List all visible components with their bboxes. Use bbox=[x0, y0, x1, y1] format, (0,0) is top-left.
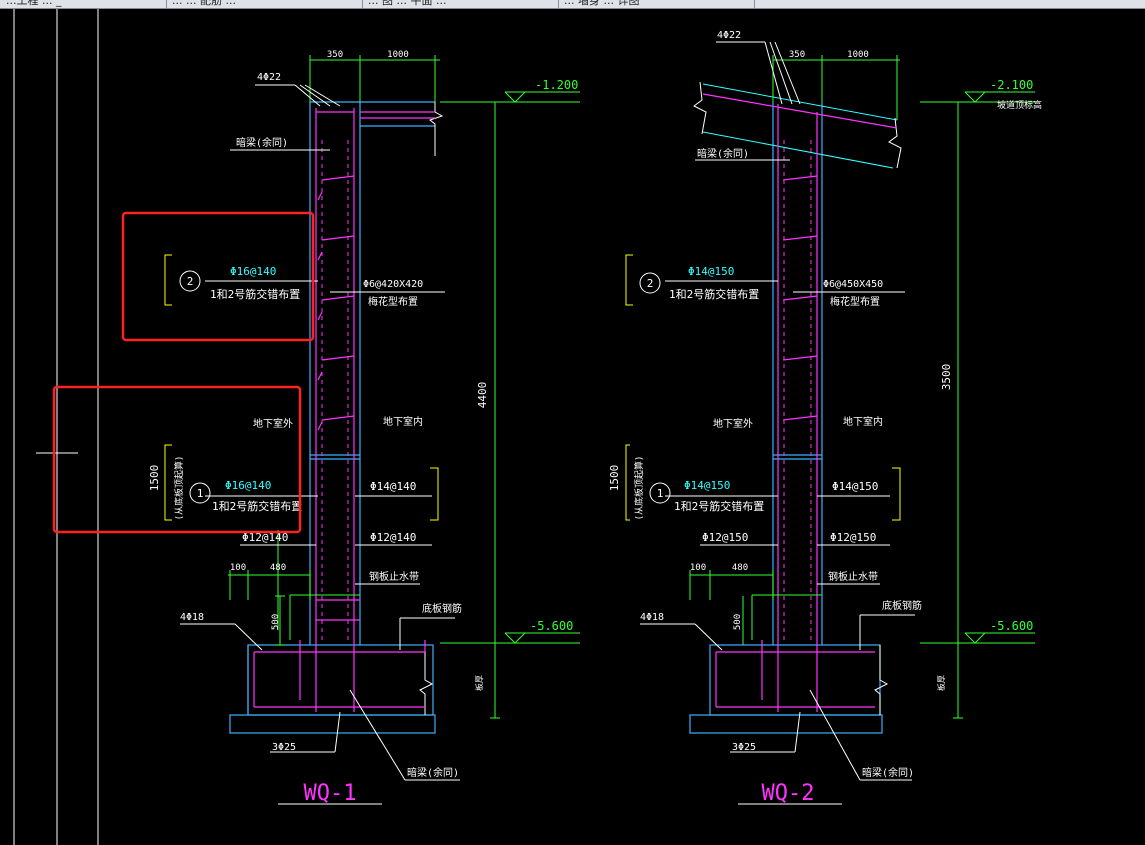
outside-label-wq1: 地下室外 bbox=[253, 417, 293, 430]
dim-1500-wq2: 1500 bbox=[608, 465, 621, 492]
dim-1000-wq2: 1000 bbox=[847, 50, 869, 60]
callout1-note-wq2: 1和2号筋交错布置 bbox=[674, 499, 764, 513]
dim-350-wq2: 350 bbox=[789, 50, 805, 60]
tab-1[interactable]: ...工程 ... _ bbox=[0, 0, 167, 8]
dim-480-wq1: 480 bbox=[270, 563, 286, 573]
elev-top-note-wq2: 坡道顶标高 bbox=[997, 99, 1042, 111]
dim-500-wq1: 500 bbox=[271, 614, 281, 630]
outer-horiz-wq2: Φ12@150 bbox=[702, 531, 748, 544]
callout2-number-wq2: 2 bbox=[647, 277, 654, 290]
callout2-note-wq2: 1和2号筋交错布置 bbox=[669, 287, 759, 301]
base-rebar-label-wq1: 底板钢筋 bbox=[422, 602, 462, 615]
callout2-note-wq1: 1和2号筋交错布置 bbox=[210, 287, 300, 301]
tie-spec-wq2: Φ6@450X450 bbox=[823, 279, 883, 290]
bottom-rebar-label-wq2: 3Φ25 bbox=[732, 742, 756, 753]
bottom-rebar-label-wq1: 3Φ25 bbox=[272, 742, 296, 753]
top-rebar-label-wq2: 4Φ22 bbox=[717, 30, 741, 41]
dim-350-wq1: 350 bbox=[327, 50, 343, 60]
wall-section-wq2: 350 1000 -2.100 坡道顶标高 -5.600 3500 板厚 bbox=[608, 30, 1042, 806]
inner-horiz-wq1: Φ12@140 bbox=[370, 531, 416, 544]
inside-label-wq2: 地下室内 bbox=[843, 415, 883, 428]
base-rebar-label-wq2: 底板钢筋 bbox=[882, 599, 922, 612]
inside-label-wq1: 地下室内 bbox=[383, 415, 423, 428]
tab-bar: ...工程 ... _ ... ... 配筋 ... ... 图 ... 平面 … bbox=[0, 0, 1145, 9]
corner-rebar-label-wq2: 4Φ18 bbox=[640, 612, 664, 623]
bottom-beam-label-wq1: 暗梁(余同) bbox=[407, 766, 459, 779]
callout1-number-wq2: 1 bbox=[657, 487, 664, 500]
height-dim-wq1: 4400 bbox=[476, 382, 489, 409]
waterstop-label-wq2: 钢板止水带 bbox=[828, 570, 878, 583]
tab-3[interactable]: ... 图 ... 平面 ... bbox=[362, 0, 559, 8]
highlight-box-upper bbox=[121, 211, 315, 342]
callout1-spec-wq2: Φ14@150 bbox=[684, 479, 730, 492]
from-slab-wq1: (从底板顶起算) bbox=[173, 456, 185, 521]
callout1-number-wq1: 1 bbox=[197, 487, 204, 500]
slab-note-wq1: 板厚 bbox=[474, 675, 484, 691]
callout2-spec-wq2: Φ14@150 bbox=[688, 265, 734, 278]
dim-1000-wq1: 1000 bbox=[387, 50, 409, 60]
dim-100-wq1: 100 bbox=[230, 563, 246, 573]
dim-500-wq2: 500 bbox=[733, 614, 743, 630]
dark-beam-label-wq2: 暗梁(余同) bbox=[697, 147, 749, 160]
tab-2[interactable]: ... ... 配筋 ... bbox=[166, 0, 363, 8]
outer-horiz-wq1: Φ12@140 bbox=[242, 531, 288, 544]
waterstop-label-wq1: 钢板止水带 bbox=[369, 570, 419, 583]
left-guide-lines bbox=[13, 9, 99, 845]
from-slab-wq2: (从底板顶起算) bbox=[633, 456, 645, 521]
outside-label-wq2: 地下室外 bbox=[713, 417, 753, 430]
height-dim-wq2: 3500 bbox=[940, 364, 953, 391]
tab-4[interactable]: ... 墙身 ... 详图 bbox=[558, 0, 755, 8]
tie-note-wq2: 梅花型布置 bbox=[830, 295, 880, 308]
callout2-number-wq1: 2 bbox=[187, 275, 194, 288]
callout2-spec-wq1: Φ16@140 bbox=[230, 265, 276, 278]
highlight-box-lower bbox=[52, 385, 302, 534]
elev-top-wq2: -2.100 bbox=[990, 78, 1033, 92]
callout1-note-wq1: 1和2号筋交错布置 bbox=[212, 499, 302, 513]
slab-note-wq2: 板厚 bbox=[936, 675, 946, 691]
tie-spec-wq1: Φ6@420X420 bbox=[363, 279, 423, 290]
elev-top-wq1: -1.200 bbox=[535, 78, 578, 92]
elev-bottom-wq2: -5.600 bbox=[990, 619, 1033, 633]
inner-horiz-wq2: Φ12@150 bbox=[830, 531, 876, 544]
dim-100-wq2: 100 bbox=[690, 563, 706, 573]
tie-note-wq1: 梅花型布置 bbox=[368, 295, 418, 308]
bottom-beam-label-wq2: 暗梁(余同) bbox=[862, 766, 914, 779]
elev-bottom-wq1: -5.600 bbox=[530, 619, 573, 633]
top-rebar-label-wq1: 4Φ22 bbox=[257, 72, 281, 83]
inner-vert-wq1: Φ14@140 bbox=[370, 480, 416, 493]
inner-vert-wq2: Φ14@150 bbox=[832, 480, 878, 493]
dark-beam-label-wq1: 暗梁(余同) bbox=[236, 136, 288, 149]
dim-480-wq2: 480 bbox=[732, 563, 748, 573]
corner-rebar-label-wq1: 4Φ18 bbox=[180, 612, 204, 623]
callout1-spec-wq1: Φ16@140 bbox=[225, 479, 271, 492]
wall-section-wq1: 350 1000 -1.200 -5.600 4400 板厚 bbox=[148, 50, 580, 806]
dim-1500-wq1: 1500 bbox=[148, 465, 161, 492]
title-wq2: WQ-2 bbox=[762, 781, 815, 806]
title-wq1: WQ-1 bbox=[304, 781, 357, 806]
cad-drawing-canvas[interactable]: 350 1000 -1.200 -5.600 4400 板厚 bbox=[0, 9, 1145, 845]
